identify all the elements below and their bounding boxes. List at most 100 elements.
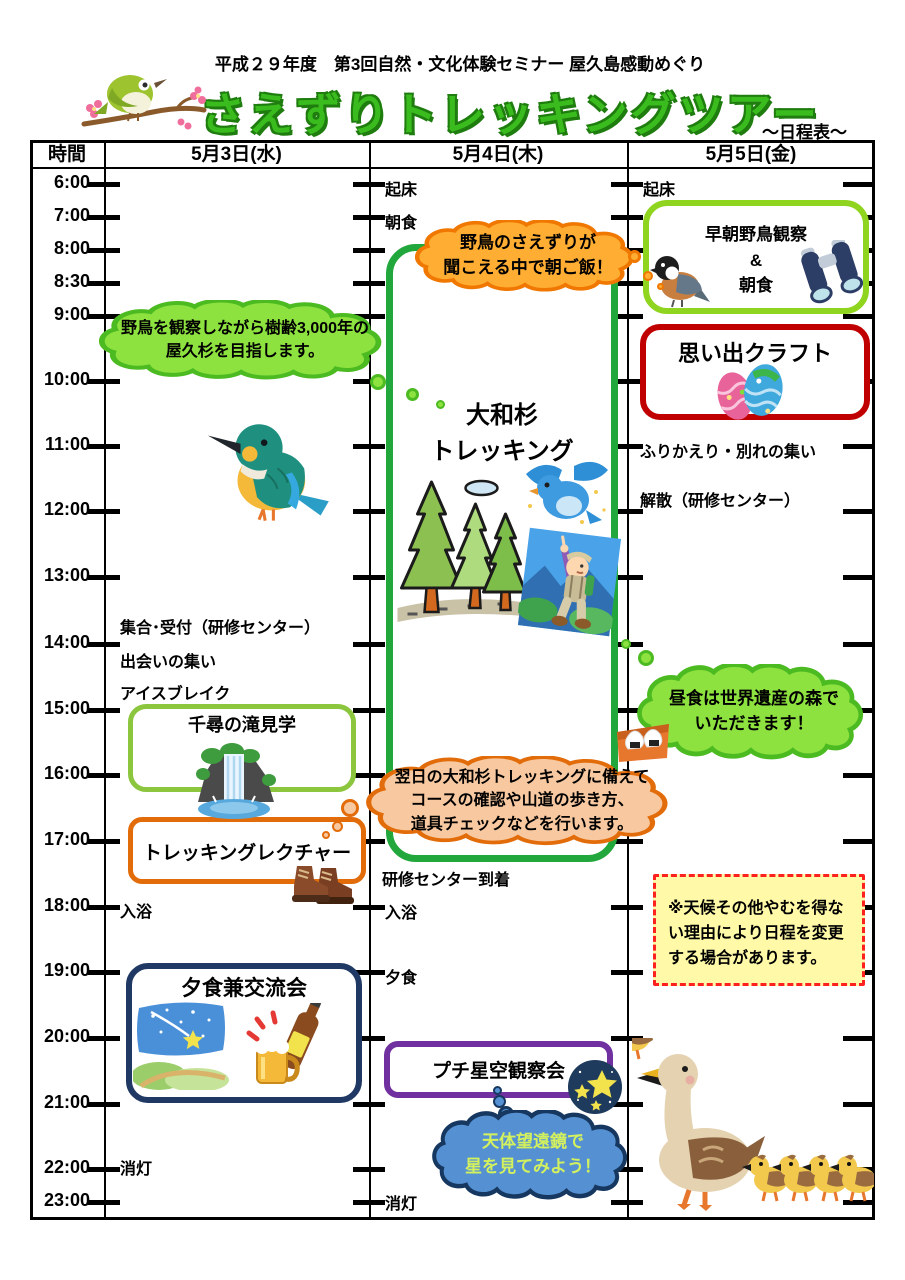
seminar-line: 平成２９年度 第3回自然・文化体験セミナー 屋久島感動めぐり	[214, 55, 706, 74]
tick	[843, 575, 872, 580]
birdwatch-box-title: 早朝野鳥観察 & 朝食	[705, 225, 807, 295]
tick	[611, 839, 643, 844]
day1-header: 5月3日(水)	[191, 144, 282, 165]
bubble-trail-dot	[621, 639, 631, 649]
time-label: 6:00	[53, 172, 90, 192]
tick	[843, 1102, 872, 1107]
tick	[843, 642, 872, 647]
tick	[843, 314, 872, 319]
bubble-trail-dot	[638, 650, 654, 666]
tick	[88, 314, 120, 319]
time-label: 11:00	[44, 434, 90, 454]
time-label: 19:00	[43, 960, 90, 980]
weather-note-box: ※天候その他やむを得な い理由により日程を変更 する場合があります。	[653, 874, 865, 986]
time-label: 8:30	[53, 271, 90, 291]
beer-icon	[235, 1003, 335, 1095]
bubble-trail-dot	[332, 821, 343, 832]
tick	[88, 182, 120, 187]
tick	[88, 708, 120, 713]
tick	[611, 379, 643, 384]
time-label: 22:00	[43, 1157, 90, 1177]
day1-lights-out-label: 消灯	[120, 1161, 153, 1178]
lecture-box-title: トレッキングレクチャー	[142, 843, 352, 864]
time-label: 13:00	[43, 565, 90, 585]
tick	[353, 575, 385, 580]
dinner-box-title: 夕食兼交流会	[181, 977, 307, 1000]
time-label: 15:00	[43, 698, 90, 718]
time-label: 23:00	[43, 1190, 90, 1210]
tick	[611, 708, 643, 713]
bubble-trail-dot	[322, 831, 330, 839]
tick	[88, 509, 120, 514]
time-label: 8:00	[53, 238, 90, 258]
header-divider	[30, 167, 875, 169]
time-label: 10:00	[43, 369, 90, 389]
bubble-trail-dot	[370, 374, 386, 390]
tick	[353, 1102, 385, 1107]
tick	[353, 1036, 385, 1041]
tick	[353, 248, 385, 253]
tick	[611, 1102, 643, 1107]
tick	[88, 1102, 120, 1107]
day1-bath-label: 入浴	[120, 904, 153, 921]
day2-dinner-label: 夕食	[385, 970, 418, 987]
day2-arrival-label: 研修センター到着	[382, 872, 511, 889]
tick	[611, 444, 643, 449]
tick	[88, 905, 120, 910]
preparation-cloud-bubble: 翌日の大和杉トレッキングに備えて コースの確認や山道の歩き方、 道具チェックなど…	[356, 756, 688, 846]
bubble-trail-dot	[436, 400, 445, 409]
day1-meet-label: 集合･受付（研修センター）	[120, 620, 321, 637]
tick	[611, 281, 643, 286]
tick	[843, 444, 872, 449]
starry-sky-icon	[566, 1058, 624, 1116]
tick	[353, 708, 385, 713]
tick	[611, 182, 643, 187]
time-label: 16:00	[43, 763, 90, 783]
stargazing-box-title: プチ星空観察会	[431, 1061, 565, 1082]
bluebird-icon	[516, 458, 611, 530]
tick	[88, 215, 120, 220]
day2-header: 5月4日(木)	[452, 144, 544, 165]
time-label: 9:00	[53, 304, 90, 324]
white-eye-bird-logo-icon	[78, 58, 208, 138]
craft-box-title: 思い出クラフト	[677, 341, 832, 366]
tick	[88, 773, 120, 778]
time-label: 18:00	[43, 895, 90, 915]
tick	[353, 314, 385, 319]
tick	[353, 281, 385, 286]
time-label: 14:00	[43, 632, 90, 652]
tick	[353, 839, 385, 844]
lunch-cloud-bubble: 昼食は世界遺産の森で いただきます！	[630, 664, 878, 760]
waterfall-box-title: 千尋の滝見学	[188, 715, 296, 735]
column-divider	[627, 140, 629, 1220]
day2-lights-out-label: 消灯	[385, 1196, 418, 1213]
tick	[353, 509, 385, 514]
tick	[611, 509, 643, 514]
tick	[88, 575, 120, 580]
night-sky-icon	[133, 998, 229, 1090]
day3-reflection-label: ふりかえり・別れの集い	[640, 444, 817, 461]
tick	[611, 215, 643, 220]
time-column-header: 時間	[47, 144, 86, 165]
yakusugi-cloud-bubble: 野鳥を観察しながら樹齢3,000年の 屋久杉を目指します。	[90, 300, 400, 380]
time-label: 20:00	[43, 1026, 90, 1046]
time-label: 21:00	[43, 1092, 90, 1112]
tick	[843, 839, 872, 844]
tick	[88, 444, 120, 449]
tick	[843, 182, 872, 187]
tick	[88, 379, 120, 384]
tick	[843, 1036, 872, 1041]
trekking-lecture-box	[128, 817, 366, 884]
lunch-cloud-text: 昼食は世界遺産の森で いただきます！	[669, 689, 839, 733]
preparation-cloud-text: 翌日の大和杉トレッキングに備えて コースの確認や山道の歩き方、 道具チェックなど…	[394, 769, 650, 833]
bubble-trail-dot	[493, 1086, 502, 1095]
tick	[611, 314, 643, 319]
breakfast-cloud-bubble: 野鳥のさえずりが 聞こえる中で朝ご飯！	[408, 220, 648, 292]
day2-wake-label: 起床	[385, 182, 418, 199]
yakusugi-cloud-text: 野鳥を観察しながら樹齢3,000年の 屋久杉を目指します。	[120, 319, 370, 360]
tick	[843, 509, 872, 514]
bubble-trail-dot	[493, 1095, 506, 1108]
hiker-photo-icon	[516, 527, 622, 638]
page-title: さえずりトレッキングツアー	[200, 89, 820, 140]
